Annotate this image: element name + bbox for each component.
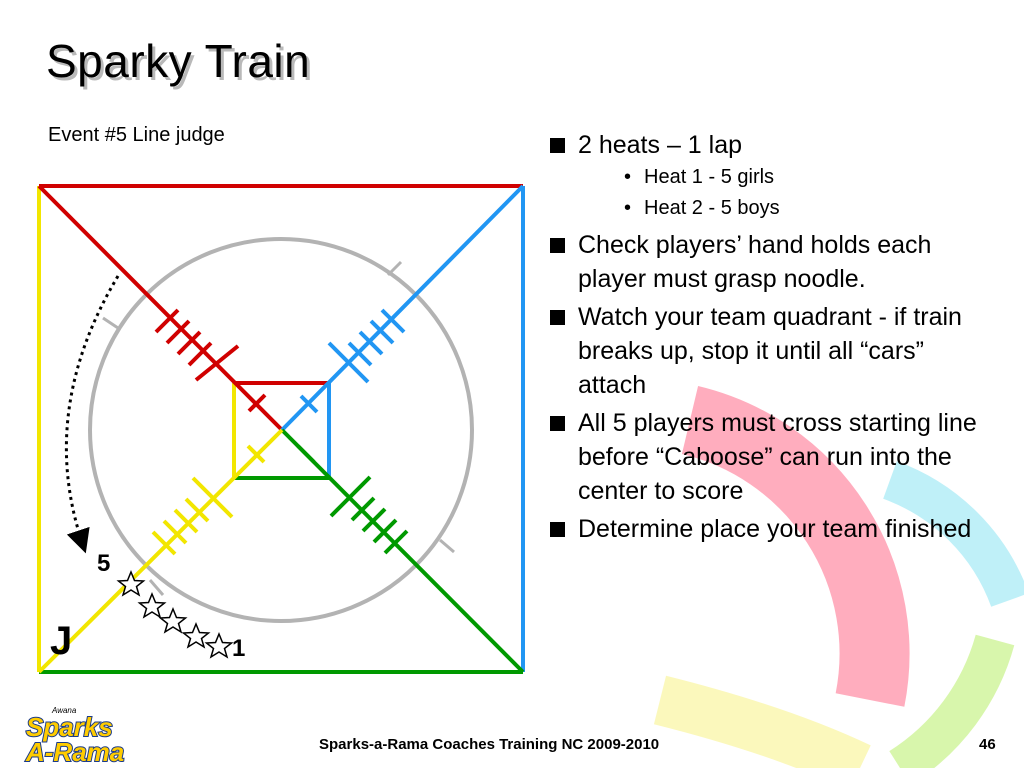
bullet-list: 2 heats – 1 lap •Heat 1 - 5 girls •Heat …: [548, 128, 998, 550]
square-bullet-icon: [550, 522, 565, 537]
bullet-text: Watch your team quadrant - if train brea…: [578, 303, 962, 399]
square-bullet-icon: [550, 416, 565, 431]
page-number: 46: [979, 736, 996, 753]
square-bullet-icon: [550, 310, 565, 325]
bullet-text: All 5 players must cross starting line b…: [578, 409, 977, 505]
first-player-label: 5: [97, 550, 111, 577]
slide-title: Sparky Train: [46, 35, 311, 87]
footer-text: Sparks-a-Rama Coaches Training NC 2009-2…: [319, 736, 660, 753]
bullet-hand-holds: Check players’ hand holds each player mu…: [548, 228, 998, 296]
last-player-label: 1: [232, 635, 246, 662]
diagonal-yellow: [37, 428, 284, 674]
bullet-cross-line: All 5 players must cross starting line b…: [548, 406, 998, 508]
dot-bullet-icon: •: [624, 166, 632, 188]
diagonal-red: [37, 184, 284, 432]
judge-label: J: [50, 619, 73, 663]
svg-text:Sparks: Sparks: [26, 712, 113, 742]
diagonal-blue: [280, 184, 525, 432]
diagonal-green: [280, 428, 525, 674]
svg-text:A-Rama: A-Rama: [25, 737, 124, 764]
track-circle: [88, 237, 474, 623]
bullet-determine-place: Determine place your team finished: [548, 512, 998, 546]
bullet-text: 2 heats – 1 lap: [578, 131, 743, 159]
player-stars: [116, 570, 234, 659]
bullet-text: Check players’ hand holds each player mu…: [578, 231, 932, 293]
sub-bullet-item: •Heat 2 - 5 boys: [624, 193, 998, 224]
dot-bullet-icon: •: [624, 197, 632, 219]
svg-text:Awana: Awana: [51, 706, 77, 715]
bullet-heats: 2 heats – 1 lap •Heat 1 - 5 girls •Heat …: [548, 128, 998, 224]
bullet-team-quadrant: Watch your team quadrant - if train brea…: [548, 300, 998, 402]
slide-subtitle: Event #5 Line judge: [48, 124, 225, 146]
square-bullet-icon: [550, 138, 565, 153]
square-bullet-icon: [550, 238, 565, 253]
sparks-a-rama-logo: Awana Sparks A-Rama: [24, 706, 125, 764]
sub-bullet-item: •Heat 1 - 5 girls: [624, 162, 998, 193]
sub-bullet-list: •Heat 1 - 5 girls •Heat 2 - 5 boys: [578, 162, 998, 224]
bullet-text: Determine place your team finished: [578, 515, 972, 543]
